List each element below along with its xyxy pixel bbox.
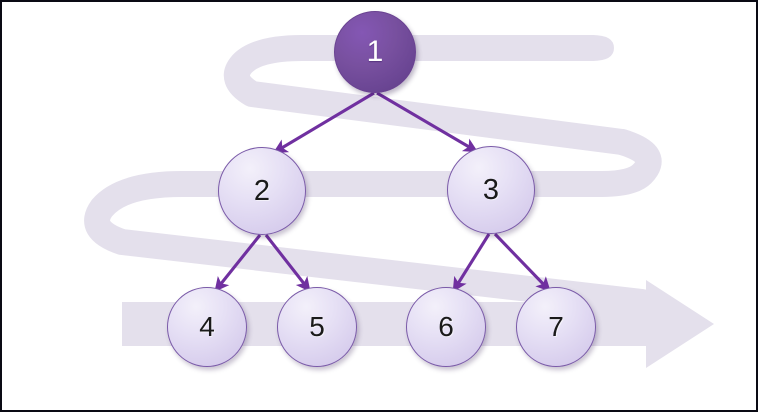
tree-node-4[interactable]: 4 — [167, 287, 247, 367]
edge-2-to-5 — [264, 234, 311, 292]
swirl-coil-1 — [223, 35, 635, 155]
tree-node-6[interactable]: 6 — [406, 287, 486, 367]
tree-node-3[interactable]: 3 — [447, 146, 535, 234]
tree-node-2-label: 2 — [253, 174, 271, 207]
tree-node-5-label: 5 — [309, 311, 325, 342]
tree-node-3-label: 3 — [482, 173, 500, 206]
tree-node-7-label: 7 — [548, 311, 564, 342]
tree-node-2[interactable]: 2 — [218, 147, 306, 235]
edge-3-to-7 — [493, 232, 551, 292]
edge-1-to-2 — [272, 91, 375, 154]
tree-node-7[interactable]: 7 — [516, 287, 596, 367]
tree-node-5[interactable]: 5 — [277, 287, 357, 367]
tree-node-4-label: 4 — [199, 311, 215, 342]
swirl-coil-2 — [84, 129, 662, 315]
edge-3-to-6 — [452, 233, 491, 293]
tree-node-6-label: 6 — [438, 311, 454, 342]
edge-2-to-4 — [214, 234, 262, 292]
tree-node-1[interactable]: 1 — [334, 11, 416, 93]
tree-node-1-label: 1 — [366, 35, 384, 68]
edge-1-to-3 — [376, 91, 479, 153]
